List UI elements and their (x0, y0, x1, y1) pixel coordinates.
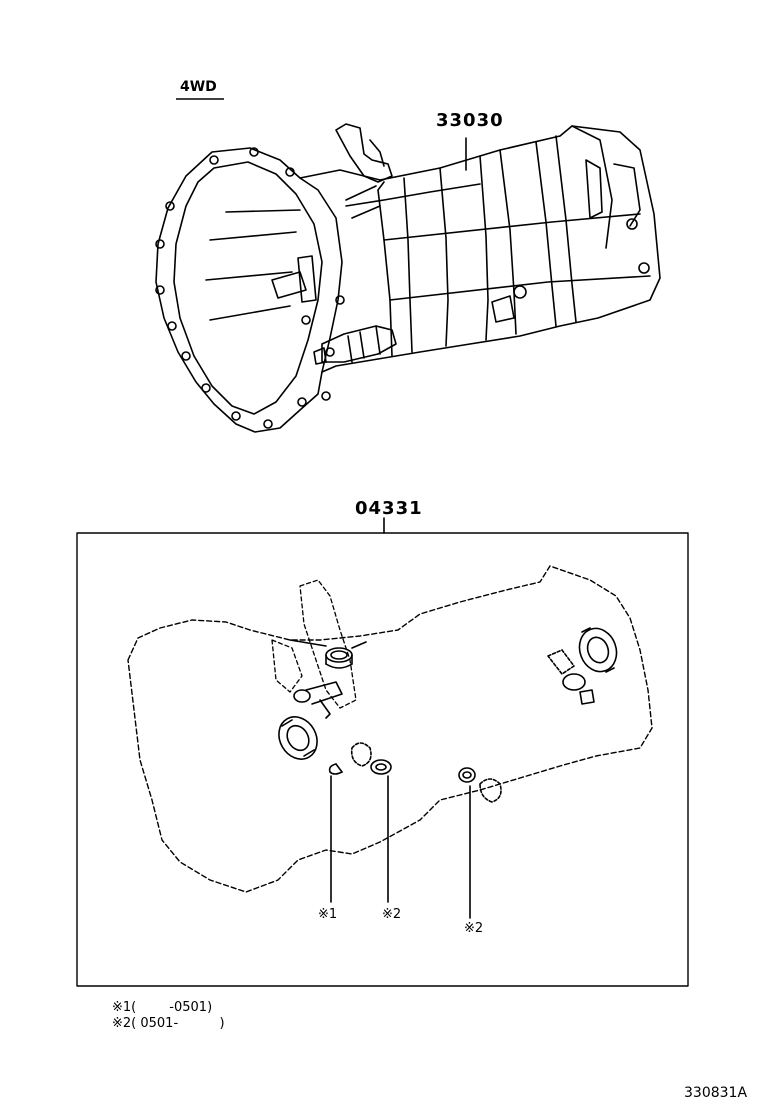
case-silhouette (127, 565, 653, 893)
callout-note-2b: ※2 (464, 921, 484, 936)
release-fork-washer (293, 681, 343, 719)
part-number-33030[interactable]: 33030 (436, 110, 504, 131)
bell-housing-flange (155, 147, 343, 433)
plug-1 (350, 742, 372, 767)
gasket-ring-b (458, 767, 476, 783)
rear-o-ring (562, 673, 586, 691)
shift-lever-oil-seal (325, 647, 353, 669)
diagram-code: 330831A (684, 1085, 748, 1101)
legend-note-2: ※2( 0501- ) (112, 1016, 225, 1031)
input-shaft (271, 271, 307, 299)
main-case (299, 125, 661, 373)
rear-plug (547, 649, 575, 675)
callout-note-1: ※1 (318, 907, 338, 922)
shift-bracket (335, 123, 393, 183)
bell-housing-inner-rim (173, 161, 323, 415)
shift-bracket-ghost (299, 579, 357, 709)
part-number-04331[interactable]: 04331 (355, 498, 423, 519)
transmission-assembly-illustration (155, 123, 661, 433)
front-oil-seal (278, 716, 318, 760)
snap-ring (328, 763, 343, 775)
gasket-kit-box (76, 532, 689, 987)
callout-note-2a: ※2 (382, 907, 402, 922)
plug-2 (479, 778, 502, 803)
release-cylinder (321, 325, 397, 363)
rear-oil-seal (578, 627, 618, 673)
rear-bolt (579, 689, 595, 705)
variant-label: 4WD (180, 79, 217, 95)
gasket-ring-a (370, 759, 392, 775)
legend-note-1: ※1( -0501) (112, 1000, 213, 1015)
